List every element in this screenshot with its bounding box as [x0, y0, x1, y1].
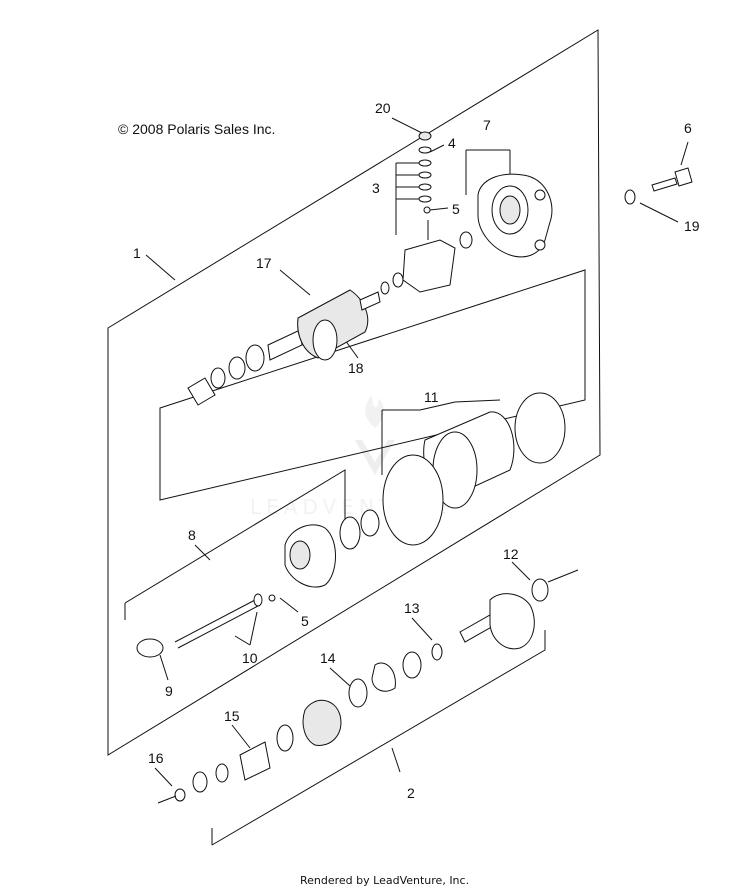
- callouts: 20 4 7 6 3 5 19 1 17 18 11 8 12 5 13 10 …: [133, 100, 700, 801]
- leader-lines: [145, 117, 689, 787]
- copyright-notice: © 2008 Polaris Sales Inc.: [118, 121, 275, 137]
- leader-lines-3: [395, 162, 420, 235]
- callout-11: 11: [424, 389, 439, 405]
- callout-5-lower: 5: [301, 613, 309, 629]
- callout-8: 8: [188, 527, 196, 543]
- callout-14: 14: [320, 650, 336, 666]
- washer-top-a: [380, 281, 390, 295]
- callout-15: 15: [224, 708, 240, 724]
- callout-13: 13: [404, 600, 420, 616]
- callout-17: 17: [256, 255, 272, 271]
- callout-18: 18: [348, 360, 364, 376]
- drive-housing-8: [136, 509, 380, 658]
- callout-2: 2: [407, 785, 415, 801]
- field-frame: [382, 392, 566, 546]
- callout-7: 7: [483, 117, 491, 133]
- bolt-6: [651, 167, 693, 192]
- callout-16: 16: [148, 750, 164, 766]
- callout-19: 19: [684, 218, 700, 234]
- callout-4: 4: [448, 135, 456, 151]
- assembly-outline-armature: [159, 269, 586, 501]
- callout-20: 20: [375, 100, 391, 116]
- callout-6: 6: [684, 120, 692, 136]
- clutch-assembly-2: [157, 569, 579, 804]
- armature-washers: [187, 344, 265, 406]
- end-housing-7: [477, 173, 553, 258]
- assembly-outline-8: [124, 469, 346, 620]
- assembly-outline-2: [211, 630, 546, 846]
- assembly-outline-1: [107, 29, 601, 756]
- footer-credit: Rendered by LeadVenture, Inc.: [300, 874, 469, 887]
- callout-5: 5: [452, 201, 460, 217]
- washer-19: [624, 189, 636, 205]
- callout-12: 12: [503, 546, 519, 562]
- callout-1: 1: [133, 245, 141, 261]
- armature-17: [267, 289, 381, 361]
- callout-3: 3: [372, 180, 380, 196]
- callout-10: 10: [242, 650, 258, 666]
- callout-9: 9: [165, 683, 173, 699]
- washer-top-b: [392, 272, 404, 288]
- brush-stack: [402, 131, 473, 293]
